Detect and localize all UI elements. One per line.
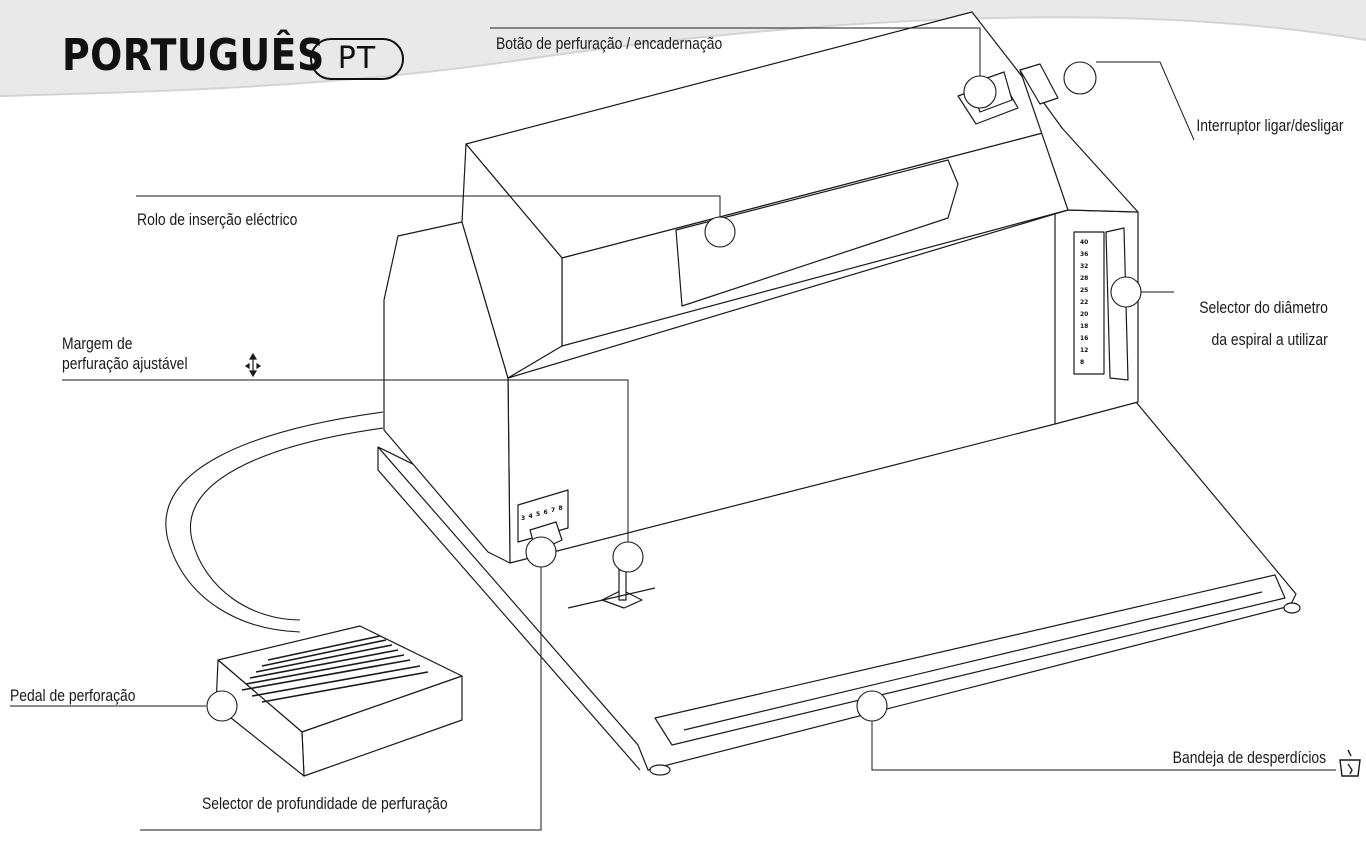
base-foot-left [649,764,671,776]
leader-waste-tray [871,720,1336,771]
diameter-scale-value: 22 [1080,299,1088,306]
depth-scale-value: 7 [551,507,555,514]
diameter-scale-value: 40 [1080,239,1088,246]
leader-depth-selector [140,566,542,831]
foot-pedal-treads [241,635,429,703]
diameter-scale-value: 36 [1080,251,1088,258]
language-badge: PT [310,38,404,80]
depth-scale-value: 4 [529,513,533,520]
header-swoosh [0,0,1366,96]
callout-margin [612,541,644,573]
diameter-scale-value: 20 [1080,311,1088,318]
diameter-scale: 40 36 32 28 25 22 20 18 16 12 8 [1080,239,1088,366]
label-punch-depth-selector: Selector de profundidade de perfuração [202,794,448,813]
label-electric-insertion-roller: Rolo de inserção eléctrico [137,210,298,229]
depth-scale-value: 6 [544,509,548,516]
callout-diameter-selector [1110,276,1142,308]
depth-scale-value: 8 [559,505,563,512]
pedal-cable-inner [189,427,384,621]
diameter-scale-value: 28 [1080,275,1088,282]
diameter-selector-panel [1073,231,1105,375]
callout-punch-button [963,75,997,109]
label-power-switch: Interruptor ligar/desligar [1196,116,1344,135]
housing-right-top [1019,69,1139,213]
label-waste-tray: Bandeja de desperdícios [1172,748,1326,767]
label-diameter-selector-line2: da espiral a utilizar [1211,330,1328,349]
page-title: PORTUGUÊS [62,30,325,81]
leader-roller [136,195,721,218]
base-front-edge [377,447,641,771]
diameter-scale-value: 16 [1080,335,1088,342]
label-margin-line2: perfuração ajustável [62,354,188,373]
label-foot-pedal: Pedal de perforação [10,686,136,705]
foot-pedal-side [215,659,305,777]
diameter-scale-value: 32 [1080,263,1088,270]
diameter-scale-value: 8 [1080,359,1084,366]
header-swoosh-highlight [0,16,1366,97]
leader-power-switch [1096,61,1195,141]
label-diameter-selector-line1: Selector do diâmetro [1199,298,1328,317]
callout-waste-tray [856,690,888,722]
callout-power-switch [1063,61,1097,95]
diameter-scale-value: 18 [1080,323,1088,330]
trash-bin-icon [1339,749,1361,777]
depth-scale-value: 5 [536,511,540,518]
callout-depth-selector [525,536,557,568]
label-margin-line1: Margem de [62,334,133,353]
double-arrow-vertical-icon [244,352,262,378]
leader-margin [62,379,629,542]
roller-window [675,159,959,307]
base-foot-right [1283,602,1301,614]
power-switch-housing [1019,63,1059,105]
pedal-cable [165,411,384,633]
depth-scale-value: 3 [521,515,525,522]
diameter-scale-value: 12 [1080,347,1088,354]
diameter-scale-value: 25 [1080,287,1088,294]
waste-tray-front [654,574,1286,746]
callout-roller [704,216,736,248]
margin-guide-line [567,587,656,609]
label-punch-bind-button: Botão de perfuração / encadernação [496,34,723,53]
callout-pedal [206,690,238,722]
top-housing-side [461,143,563,379]
waste-tray-lip [683,591,1263,731]
leader-punch-button [490,27,981,76]
